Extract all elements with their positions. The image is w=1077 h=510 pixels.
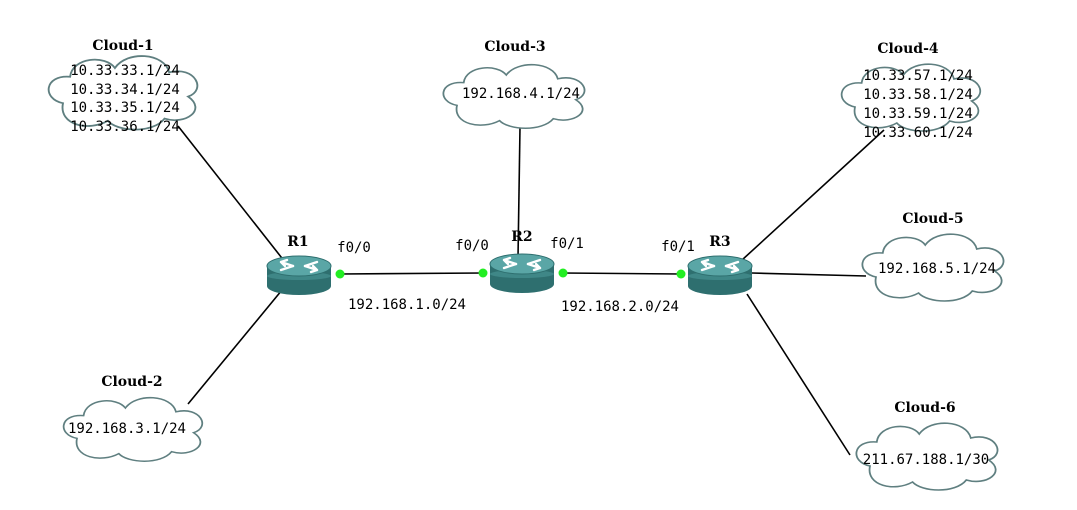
link-r3-cloud5	[751, 272, 867, 277]
router-icon	[686, 254, 754, 297]
router-icon	[265, 254, 333, 297]
cloud-3-label: Cloud-3	[484, 39, 545, 55]
cloud-2[interactable]: Cloud-2 192.168.3.1/24	[62, 374, 204, 463]
cloud-1-network: 10.33.35.1/24	[70, 100, 180, 116]
cloud-3[interactable]: Cloud-3 192.168.4.1/24	[442, 39, 586, 130]
port-label-r1-f0-0: f0/0	[337, 240, 371, 256]
cloud-2-label: Cloud-2	[101, 374, 162, 390]
network-label-r2-r3: 192.168.2.0/24	[561, 299, 679, 315]
cloud-2-network: 192.168.3.1/24	[68, 421, 186, 437]
router-r1[interactable]: R1	[265, 234, 333, 297]
network-labels: 192.168.1.0/24 192.168.2.0/24	[348, 297, 679, 315]
router-r2[interactable]: R2	[488, 229, 556, 295]
link-r3-cloud6	[746, 293, 851, 456]
cloud-4-label: Cloud-4	[877, 41, 939, 57]
cloud-1-label: Cloud-1	[92, 38, 153, 54]
cloud-6[interactable]: Cloud-6 211.67.188.1/30	[855, 400, 999, 491]
cloud-4-network: 10.33.57.1/24	[863, 68, 973, 84]
link-r1-r2	[339, 272, 485, 275]
link-cloud1-r1	[177, 125, 286, 263]
cloud-1-network: 10.33.33.1/24	[70, 63, 180, 79]
port-indicator-r3-f0-1[interactable]	[676, 269, 686, 279]
cloud-4[interactable]: Cloud-4 10.33.57.1/24 10.33.58.1/24 10.3…	[840, 41, 982, 141]
port-label-r2-f0-0: f0/0	[455, 238, 489, 254]
cloud-1-network: 10.33.36.1/24	[70, 119, 180, 135]
port-label-r3-f0-1: f0/1	[661, 239, 695, 255]
cloud-3-network: 192.168.4.1/24	[462, 86, 580, 102]
router-r1-label: R1	[287, 234, 308, 250]
cloud-5[interactable]: Cloud-5 192.168.5.1/24	[861, 211, 1005, 302]
router-icon	[488, 252, 556, 295]
ports: f0/0 f0/0 f0/1 f0/1	[335, 236, 695, 279]
cloud-1[interactable]: Cloud-1 10.33.33.1/24 10.33.34.1/24 10.3…	[47, 38, 199, 135]
port-indicator-r1-f0-0[interactable]	[335, 269, 345, 279]
router-r3-label: R3	[709, 234, 730, 250]
links	[177, 125, 885, 456]
router-r2-label: R2	[511, 229, 532, 245]
cloud-4-network: 10.33.60.1/24	[863, 125, 973, 141]
cloud-5-network: 192.168.5.1/24	[878, 261, 996, 277]
cloud-6-label: Cloud-6	[894, 400, 955, 416]
cloud-5-label: Cloud-5	[902, 211, 963, 227]
link-r2-r3	[561, 272, 682, 275]
port-indicator-r2-f0-0[interactable]	[478, 268, 488, 278]
port-label-r2-f0-1: f0/1	[550, 236, 584, 252]
cloud-6-network: 211.67.188.1/30	[863, 452, 989, 468]
cloud-4-network: 10.33.59.1/24	[863, 106, 973, 122]
link-r1-cloud2	[187, 289, 283, 405]
router-r3[interactable]: R3	[686, 234, 754, 297]
link-r2-cloud3	[517, 126, 521, 259]
link-r3-cloud4	[741, 129, 885, 261]
cloud-1-network: 10.33.34.1/24	[70, 82, 180, 98]
port-indicator-r2-f0-1[interactable]	[558, 268, 568, 278]
cloud-4-network: 10.33.58.1/24	[863, 87, 973, 103]
network-label-r1-r2: 192.168.1.0/24	[348, 297, 466, 313]
